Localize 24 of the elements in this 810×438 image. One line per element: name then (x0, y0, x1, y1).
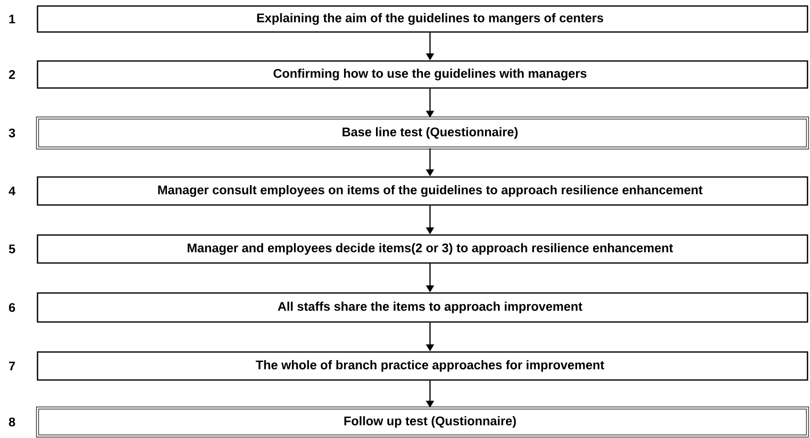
step-text: Base line test (Questionnaire) (342, 127, 518, 139)
step-number: 7 (9, 362, 15, 370)
step-number: 5 (8, 244, 16, 254)
step-text: All staffs share the items to approach improvement (278, 302, 582, 314)
step-text: Manager consult employees on items of the guidelines to approach resilience enhancement (158, 185, 702, 197)
process-box (36, 176, 808, 206)
step-text: Follow up test (Qustionnaire) (344, 416, 516, 428)
step-number: 2 (8, 70, 15, 79)
process-box (36, 406, 809, 438)
process-box (36, 116, 809, 150)
step-number: 3 (8, 128, 16, 138)
step-text: Manager and employees decide items(2 or 3) to approach resilience enhancement (188, 243, 673, 255)
step-text: Explaining the aim of the guidelines to mangers of centers (257, 13, 604, 25)
step-number: 6 (9, 303, 16, 312)
process-box (36, 351, 808, 381)
process-box (36, 234, 808, 264)
process-box (36, 60, 808, 89)
step-text: The whole of branch practice approaches for improvement (256, 360, 604, 372)
step-number: 1 (9, 14, 16, 24)
process-box (36, 5, 808, 33)
process-box (36, 292, 808, 323)
step-number: 4 (8, 186, 16, 196)
step-number: 8 (8, 418, 16, 426)
step-text: Confirming how to use the guidelines with managers (274, 68, 586, 80)
